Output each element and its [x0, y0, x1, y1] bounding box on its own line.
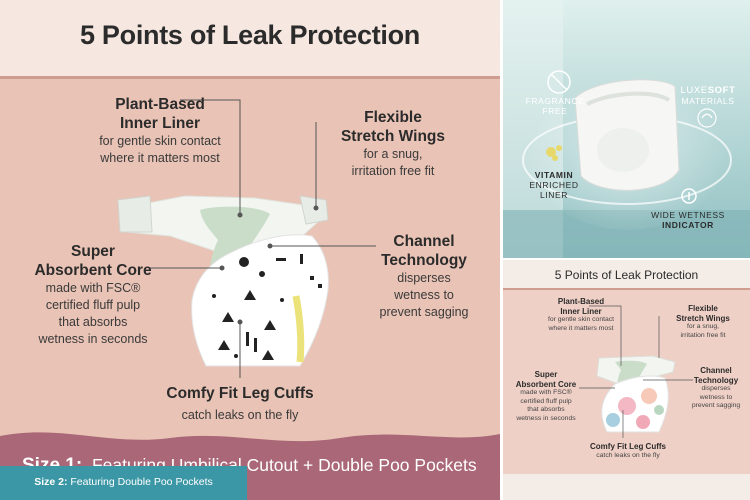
vitamin-liner-label: VITAMIN ENRICHED LINER — [529, 170, 579, 200]
wetness-indicator-label: WIDE WETNESS INDICATOR — [651, 210, 725, 230]
title-band — [0, 0, 500, 78]
features-photo-panel: FRAGRANCE FREE LUXESOFT MATERIALS VITAMI… — [503, 0, 750, 258]
vitamin-icon — [546, 145, 562, 161]
mini-label-stretch-wings: Flexible Stretch Wings for a snug, irrit… — [676, 304, 730, 339]
mini-title: 5 Points of Leak Protection — [554, 268, 699, 282]
right-wing — [299, 195, 329, 225]
fragrance-free-icon — [547, 70, 571, 94]
label-channel-technology: Channel Technology disperses wetness to … — [379, 233, 469, 319]
diaper-front-panel — [191, 234, 329, 367]
label-inner-liner: Plant-Based Inner Liner for gentle skin … — [99, 96, 221, 165]
mini-label-leg-cuffs: Comfy Fit Leg Cuffs catch leaks on the f… — [590, 442, 666, 459]
page-title: 5 Points of Leak Protection — [80, 20, 420, 50]
product-photo — [503, 0, 750, 258]
mini-label-inner-liner: Plant-Based Inner Liner for gentle skin … — [547, 297, 615, 332]
liner-leader — [180, 99, 241, 215]
label-absorbent-core: Super Absorbent Core made with FSC® cert… — [34, 243, 152, 346]
mini-diaper-illustration — [503, 305, 750, 474]
mini-size-banner-text: Size 2: Featuring Double Poo Pockets — [34, 476, 213, 488]
fragrance-free-label: FRAGRANCE FREE — [525, 96, 585, 116]
mini-label-absorbent-core: Super Absorbent Core made with FSC® cert… — [515, 370, 577, 422]
mini-size-banner — [0, 466, 247, 500]
label-leg-cuffs: Comfy Fit Leg Cuffs catch leaks on the f… — [166, 385, 314, 422]
label-stretch-wings: Flexible Stretch Wings for a snug, irrit… — [340, 109, 446, 178]
wetness-indicator-icon — [681, 188, 697, 204]
mini-panel: 5 Points of Leak Protection Plant-Based … — [503, 260, 750, 500]
luxesoft-label: LUXESOFT MATERIALS — [680, 85, 736, 107]
mini-divider — [503, 288, 750, 290]
wetness-stripe — [292, 295, 305, 363]
mini-label-channel-technology: Channel Technology disperses wetness to … — [691, 366, 741, 409]
diaper-illustration — [0, 99, 500, 500]
luxesoft-icon — [697, 108, 717, 128]
main-panel: 5 Points of Leak Protection — [0, 0, 500, 500]
diaper-pattern — [212, 254, 322, 360]
left-wing — [117, 195, 153, 233]
title-divider — [0, 76, 500, 79]
